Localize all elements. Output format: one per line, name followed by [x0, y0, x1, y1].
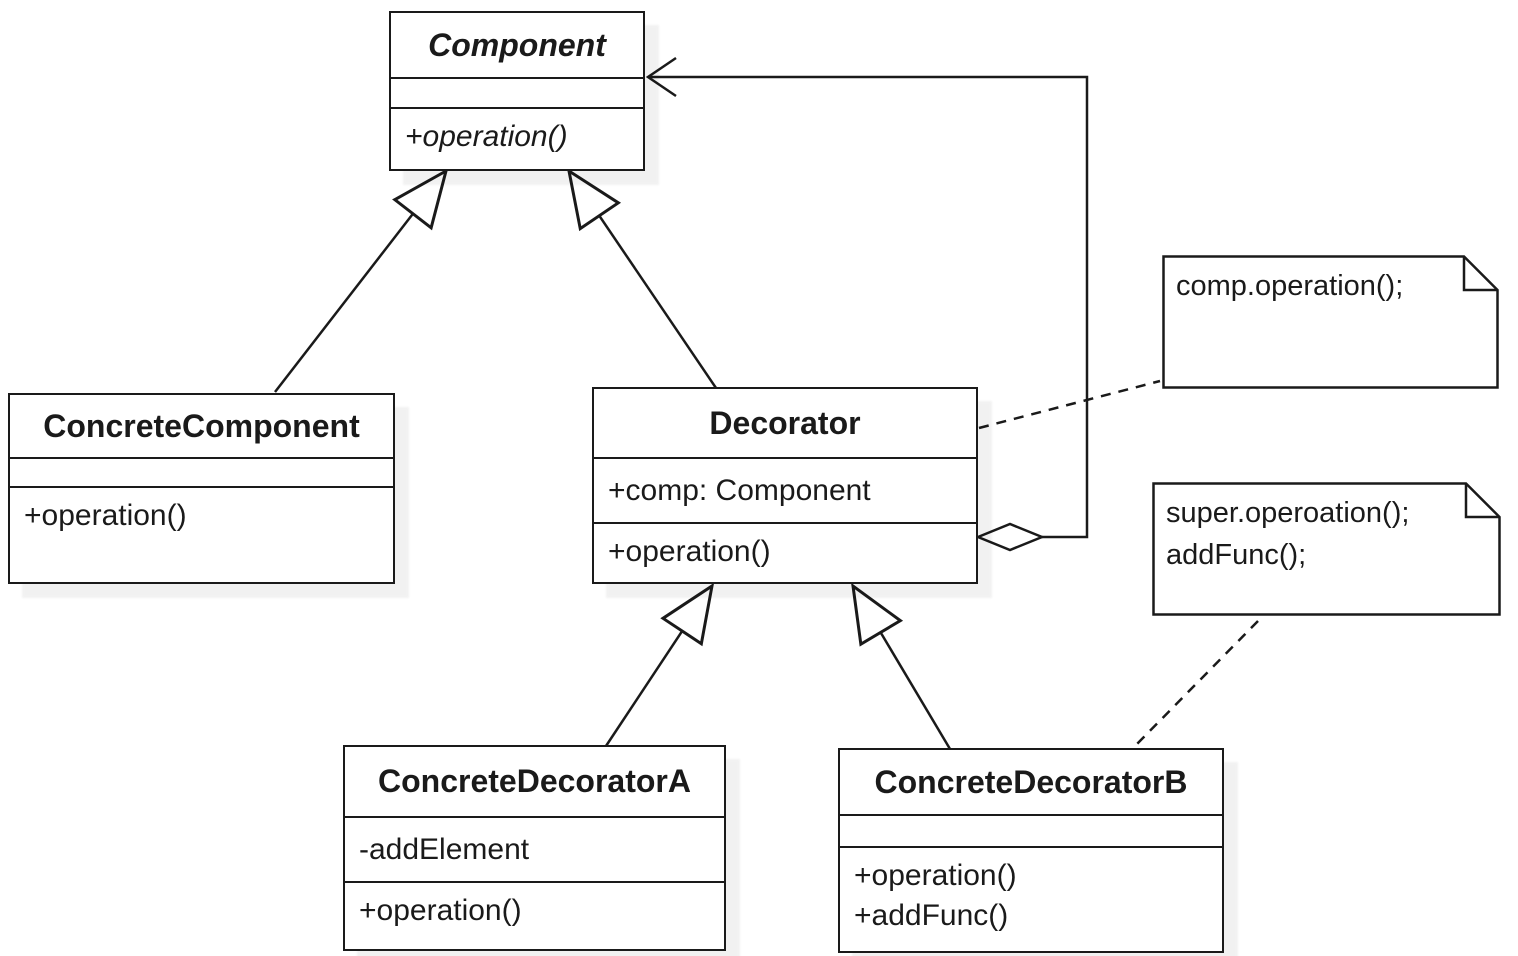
- methods-compartment-concretedecoratorb: +operation() +addFunc(): [840, 846, 1222, 951]
- note-super-operation: super.operoation(); addFunc();: [1152, 482, 1501, 616]
- class-attribute: +comp: Component: [608, 473, 871, 507]
- class-method: +operation(): [854, 859, 1017, 892]
- class-attribute: -addElement: [359, 832, 530, 866]
- attributes-compartment-concretedecoratorb: [840, 814, 1222, 846]
- class-method: +operation(): [608, 535, 771, 568]
- aggregation-diamond: [974, 522, 1046, 552]
- generalization-concretecomponent-to-component: [274, 167, 449, 393]
- class-name-concretedecoratora: ConcreteDecoratorA: [378, 763, 691, 799]
- class-box-concretedecoratora: ConcreteDecoratorA -addElement +operatio…: [343, 745, 726, 951]
- class-method: +operation(): [24, 499, 187, 532]
- note-text: super.operoation(); addFunc();: [1152, 482, 1501, 616]
- attributes-compartment-concretecomponent: [10, 457, 393, 486]
- class-name-component: Component: [428, 26, 606, 63]
- note-shape-icon: [1162, 255, 1499, 389]
- generalization-concretedecoratora-to-decorator: [604, 582, 715, 747]
- class-method: +addFunc(): [854, 898, 1009, 932]
- note-line: addFunc();: [1166, 539, 1307, 572]
- aggregation-line-decorator-to-component: [649, 75, 1089, 539]
- generalization-concretedecoratorb-to-decorator: [851, 582, 952, 750]
- methods-compartment-decorator: +operation(): [594, 522, 976, 582]
- class-name-concretedecoratorb: ConcreteDecoratorB: [874, 763, 1188, 800]
- methods-compartment-concretecomponent: +operation(): [10, 486, 393, 582]
- attributes-compartment-component: [391, 77, 643, 107]
- note-link-decorator: [978, 379, 1161, 430]
- methods-compartment-component: +operation(): [391, 107, 643, 169]
- attributes-compartment-decorator: +comp: Component: [594, 457, 976, 522]
- attributes-compartment-concretedecoratora: -addElement: [345, 816, 724, 881]
- class-name-concretecomponent: ConcreteComponent: [43, 407, 360, 444]
- note-link-concretedecoratorb: [1135, 620, 1259, 746]
- methods-compartment-concretedecoratora: +operation(): [345, 881, 724, 949]
- open-arrowhead-icon: [645, 56, 677, 98]
- note-line: comp.operation();: [1176, 270, 1404, 302]
- generalization-decorator-to-component: [566, 167, 718, 389]
- class-name-decorator: Decorator: [709, 404, 861, 441]
- class-box-decorator: Decorator +comp: Component +operation(): [592, 387, 978, 584]
- class-box-concretedecoratorb: ConcreteDecoratorB +operation() +addFunc…: [838, 748, 1224, 953]
- class-box-concretecomponent: ConcreteComponent +operation(): [8, 393, 395, 584]
- note-line: super.operoation();: [1166, 497, 1410, 529]
- note-comp-operation: comp.operation();: [1162, 255, 1499, 389]
- class-method: +operation(): [405, 120, 568, 153]
- class-box-component: Component +operation(): [389, 11, 645, 171]
- note-text: comp.operation();: [1162, 255, 1499, 389]
- note-shape-icon: [1152, 482, 1501, 616]
- class-method: +operation(): [359, 894, 522, 927]
